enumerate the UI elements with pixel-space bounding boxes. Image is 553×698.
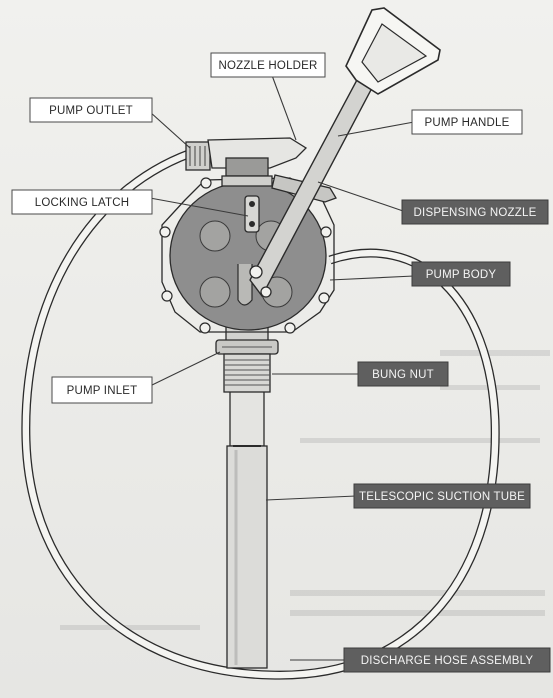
- label-dispensing-nozzle-text: DISPENSING NOZZLE: [414, 207, 537, 219]
- label-pump-inlet-text: PUMP INLET: [67, 385, 138, 397]
- suction-tube: [226, 389, 268, 669]
- pump-handle: [249, 7, 441, 298]
- label-discharge-hose-assembly-text: DISCHARGE HOSE ASSEMBLY: [361, 655, 534, 667]
- label-telescopic-suction-tube-text: TELESCOPIC SUCTION TUBE: [359, 491, 525, 503]
- label-bung-nut-text: BUNG NUT: [372, 369, 434, 381]
- leader-lines: [149, 69, 415, 661]
- label-pump-outlet: PUMP OUTLET: [29, 97, 153, 123]
- label-dispensing-nozzle: DISPENSING NOZZLE: [401, 199, 549, 225]
- label-pump-handle: PUMP HANDLE: [411, 109, 523, 135]
- label-locking-latch-text: LOCKING LATCH: [35, 197, 129, 209]
- label-pump-handle-text: PUMP HANDLE: [424, 117, 509, 129]
- label-nozzle-holder: NOZZLE HOLDER: [210, 52, 326, 78]
- discharge-hose: [21, 145, 500, 680]
- bung-nut: [215, 321, 279, 393]
- label-nozzle-holder-text: NOZZLE HOLDER: [218, 60, 317, 72]
- label-pump-body-text: PUMP BODY: [426, 269, 497, 281]
- outlet-head: [185, 137, 308, 187]
- label-bung-nut: BUNG NUT: [357, 361, 449, 387]
- label-telescopic-suction-tube: TELESCOPIC SUCTION TUBE: [353, 483, 531, 509]
- locking-latch: [244, 195, 260, 233]
- label-pump-inlet: PUMP INLET: [51, 376, 153, 404]
- label-pump-body: PUMP BODY: [411, 261, 511, 287]
- label-discharge-hose-assembly: DISCHARGE HOSE ASSEMBLY: [343, 647, 551, 673]
- label-pump-outlet-text: PUMP OUTLET: [49, 105, 133, 117]
- label-locking-latch: LOCKING LATCH: [11, 189, 153, 215]
